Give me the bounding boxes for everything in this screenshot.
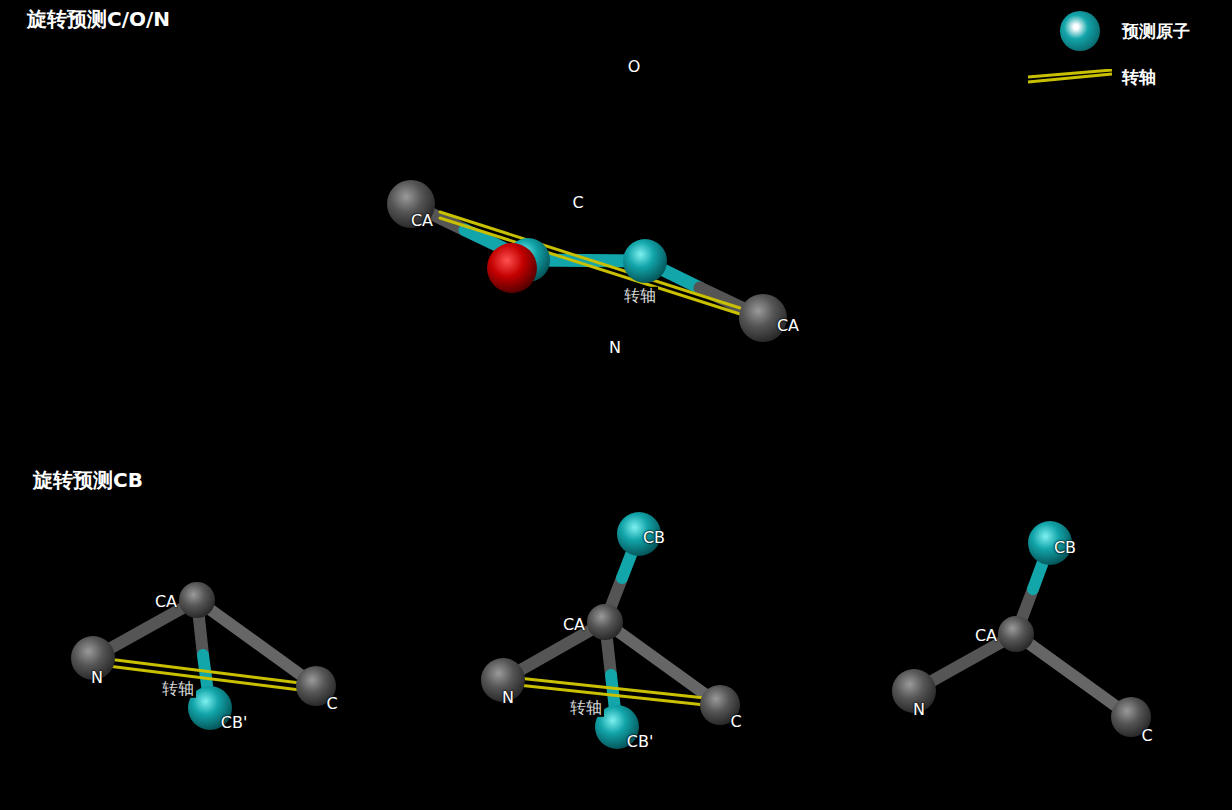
atom-label: CA [409,212,435,230]
legend-row: 转轴 [1020,54,1220,100]
axis-label: 转轴 [622,287,658,305]
atom-label: CA [973,627,999,645]
atom-label: O [626,58,643,76]
section-heading: 旋转预测CB [31,469,145,492]
atom-label: CB [641,529,667,547]
axis-label: 转轴 [568,699,604,717]
legend-text: 预测原子 [1122,20,1190,43]
atom-label: CA [775,317,801,335]
legend-swatch [1060,11,1100,51]
legend-text: 转轴 [1122,66,1156,89]
legend: 预测原子转轴 [1020,8,1220,100]
atom-label: C [570,194,585,212]
atom-label: N [89,669,105,687]
axis-label: 转轴 [160,680,196,698]
atom-label: N [911,701,927,719]
legend-axis-sample [1026,69,1114,85]
atom-label: CB [1052,539,1078,557]
atom-label: N [500,689,516,707]
atom-label: N [607,339,623,357]
atom-label: CB' [625,733,656,751]
legend-row: 预测原子 [1020,8,1220,54]
atom-label: CB' [219,714,250,732]
section-heading: 旋转预测C/O/N [25,8,172,31]
atom-label: CA [153,593,179,611]
atom-label: C [728,713,743,731]
atom-label: CA [561,616,587,634]
atom-label: C [1139,727,1154,745]
atom-label: C [324,695,339,713]
